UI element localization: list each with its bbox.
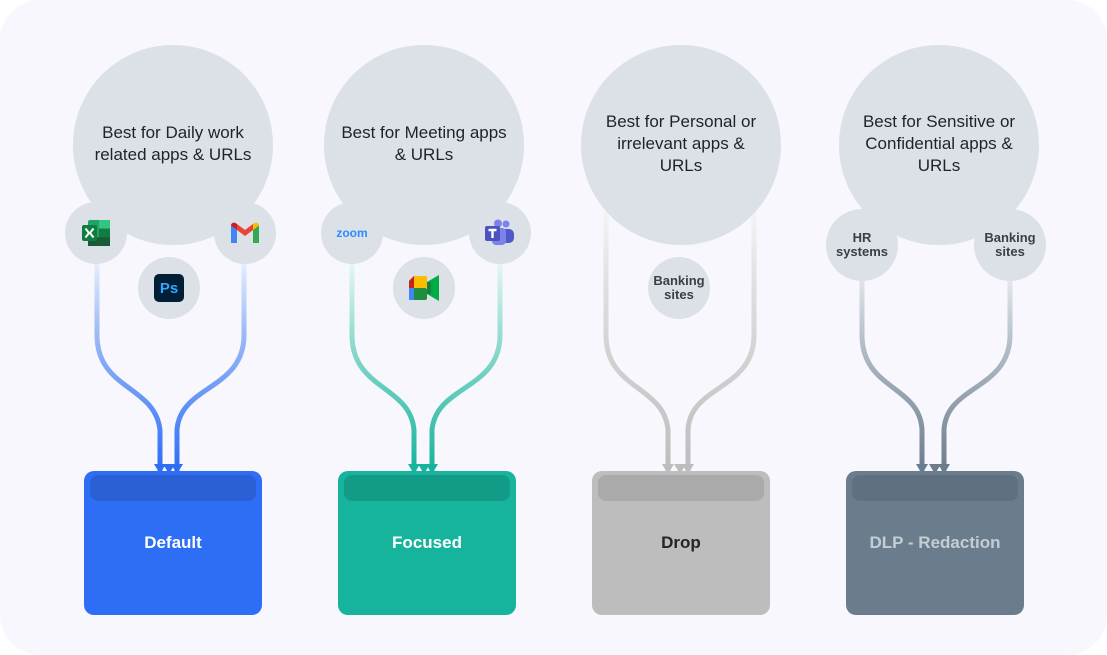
chip-banking-sites-drop-text: Banking sites [653, 273, 705, 302]
box-focused-tab [344, 475, 510, 501]
bubble-drop: Best for Personal or irrelevant apps & U… [581, 45, 781, 245]
bubble-default-text: Best for Daily work related apps & URLs [94, 123, 252, 164]
flow-default [94, 252, 247, 473]
flow-dlp [859, 242, 1013, 473]
chip-banking-sites-dlp-text: Banking sites [984, 230, 1036, 259]
box-dlp-tab [852, 475, 1018, 501]
box-drop: Drop [592, 471, 770, 615]
chip-hr-systems-text: HR systems [835, 230, 889, 259]
box-focused-label: Focused [392, 533, 462, 552]
photoshop-icon: Ps [154, 274, 184, 302]
flow-drop-arrows [662, 464, 694, 474]
chip-hr-systems: HR systems [826, 209, 898, 281]
box-dlp: DLP - Redaction [846, 471, 1024, 615]
chip-banking-sites-drop: Banking sites [648, 257, 710, 319]
chip-gmail [214, 202, 276, 264]
bubble-dlp-text: Best for Sensitive or Confidential apps … [862, 112, 1016, 175]
google-meet-icon [409, 275, 439, 301]
chip-zoom: zoom [321, 202, 383, 264]
chip-excel [65, 202, 127, 264]
chip-banking-sites-dlp: Banking sites [974, 209, 1046, 281]
box-dlp-label: DLP - Redaction [869, 533, 1001, 552]
flow-focused-arrows [408, 464, 438, 474]
gmail-icon [231, 222, 259, 243]
flow-default-arrows [154, 464, 183, 474]
teams-icon [485, 219, 514, 245]
bubble-drop-text: Best for Personal or irrelevant apps & U… [605, 112, 757, 175]
flow-dlp-arrows [916, 464, 950, 474]
excel-icon [82, 220, 110, 246]
box-default: Default [84, 471, 262, 615]
box-focused: Focused [338, 471, 516, 615]
chip-teams [469, 202, 531, 264]
box-default-tab [90, 475, 256, 501]
chip-photoshop: Ps [138, 257, 200, 319]
flow-drop [603, 207, 757, 473]
chip-google-meet [393, 257, 455, 319]
flow-focused [349, 252, 503, 473]
box-drop-label: Drop [661, 533, 701, 552]
box-default-label: Default [144, 533, 202, 552]
bubble-focused-text: Best for Meeting apps & URLs [341, 123, 507, 164]
box-drop-tab [598, 475, 764, 501]
zoom-icon: zoom [336, 226, 368, 240]
